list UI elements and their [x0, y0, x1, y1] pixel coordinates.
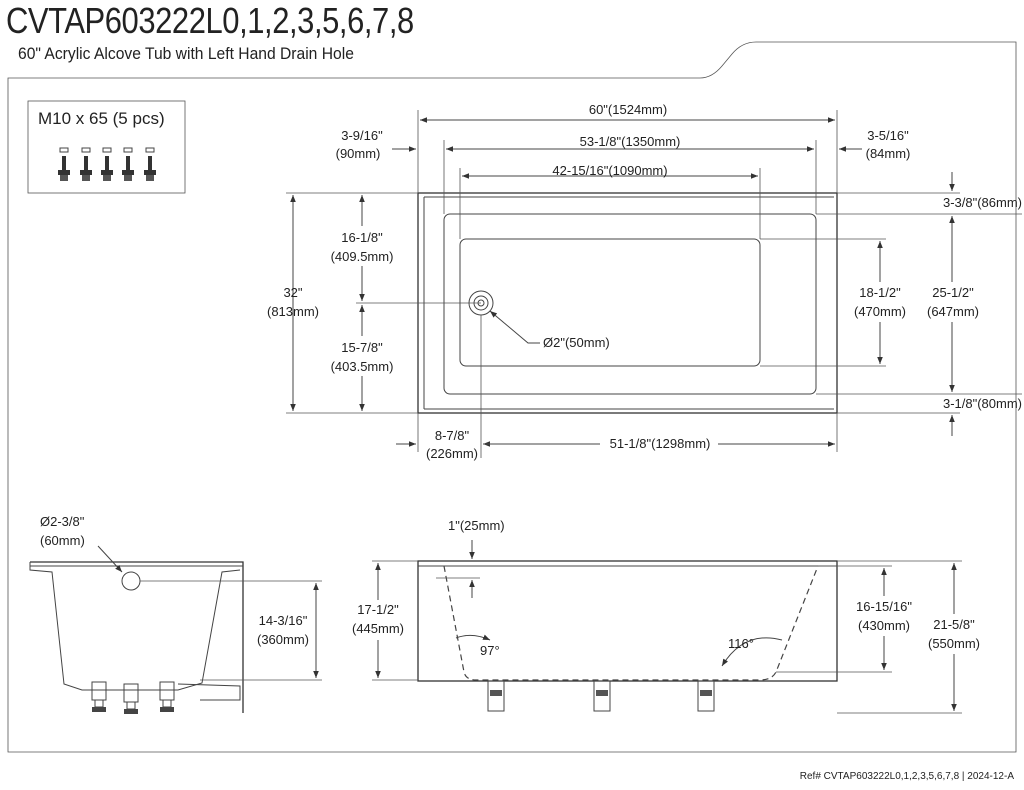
- dim-overall-height-mm: (550mm): [928, 636, 980, 651]
- dim-overall-depth-mm: (813mm): [267, 304, 319, 319]
- bolt-icon: [58, 147, 70, 181]
- dim-back-rim: 3-3/8"(86mm): [943, 195, 1022, 210]
- dim-right-flange-mm: (84mm): [866, 146, 911, 161]
- bolt-icon: [101, 147, 113, 181]
- dim-front-inner-depth-in: 17-1/2": [357, 602, 399, 617]
- page-subtitle: 60" Acrylic Alcove Tub with Left Hand Dr…: [18, 44, 354, 63]
- bolt-icon: [122, 147, 134, 181]
- dim-overall-depth-in: 32": [283, 285, 302, 300]
- dim-drain-back-mm: (409.5mm): [331, 249, 394, 264]
- top-view: 60"(1524mm) 53-1/8"(1350mm) 42-15/16"(10…: [267, 102, 1022, 461]
- dim-overflow-height-in: 14-3/16": [259, 613, 308, 628]
- dim-rim-thickness: 1"(25mm): [448, 518, 505, 533]
- dim-front-rim: 3-1/8"(80mm): [943, 396, 1022, 411]
- dim-left-flange-in: 3-9/16": [341, 128, 383, 143]
- dim-overflow-dia-mm: (60mm): [40, 533, 85, 548]
- dim-inner-depth-in: 25-1/2": [932, 285, 974, 300]
- dim-left-flange-mm: (90mm): [336, 146, 381, 161]
- front-view: 1"(25mm) 17-1/2" (445mm) 97° 116° 16-15/…: [346, 518, 988, 714]
- dim-water-depth-mm: (430mm): [858, 618, 910, 633]
- dim-water-depth-in: 16-15/16": [856, 599, 912, 614]
- dim-drain-front-mm: (403.5mm): [331, 359, 394, 374]
- side-view: Ø2-3/8" (60mm) 14-3/16" (360mm): [29, 514, 322, 714]
- dim-front-inner-depth-mm: (445mm): [352, 621, 404, 636]
- drawing-frame: [7, 41, 1017, 753]
- dim-drain-diameter: Ø2"(50mm): [543, 335, 610, 350]
- front-feet: [487, 680, 715, 712]
- angle-right: 116°: [728, 636, 754, 651]
- bolts-box: M10 x 65 (5 pcs): [27, 100, 186, 194]
- dim-inner-width: 53-1/8"(1350mm): [580, 134, 681, 149]
- leveling-feet: [91, 681, 175, 714]
- bolt-icon: [80, 147, 92, 181]
- dim-drain-back-in: 16-1/8": [341, 230, 383, 245]
- angle-left: 97°: [480, 643, 500, 658]
- dim-drain-left-in: 8-7/8": [435, 428, 470, 443]
- dim-overflow-height-mm: (360mm): [257, 632, 309, 647]
- bolt-icon: [144, 147, 156, 181]
- dim-bottom-width: 42-15/16"(1090mm): [552, 163, 667, 178]
- bolts-label: M10 x 65 (5 pcs): [38, 109, 165, 128]
- dim-drain-front-in: 15-7/8": [341, 340, 383, 355]
- dim-overflow-dia-in: Ø2-3/8": [40, 514, 85, 529]
- dim-overall-height-in: 21-5/8": [933, 617, 975, 632]
- dim-bottom-depth-in: 18-1/2": [859, 285, 901, 300]
- bolt-icons: [58, 147, 156, 181]
- dim-drain-right: 51-1/8"(1298mm): [610, 436, 711, 451]
- reference-number: Ref# CVTAP603222L0,1,2,3,5,6,7,8 | 2024-…: [799, 771, 1014, 782]
- dim-right-flange-in: 3-5/16": [867, 128, 909, 143]
- dim-inner-depth-mm: (647mm): [927, 304, 979, 319]
- dim-overall-width: 60"(1524mm): [589, 102, 667, 117]
- page-title: CVTAP603222L0,1,2,3,5,6,7,8: [6, 0, 414, 41]
- dim-drain-left-mm: (226mm): [426, 446, 478, 461]
- dim-bottom-depth-mm: (470mm): [854, 304, 906, 319]
